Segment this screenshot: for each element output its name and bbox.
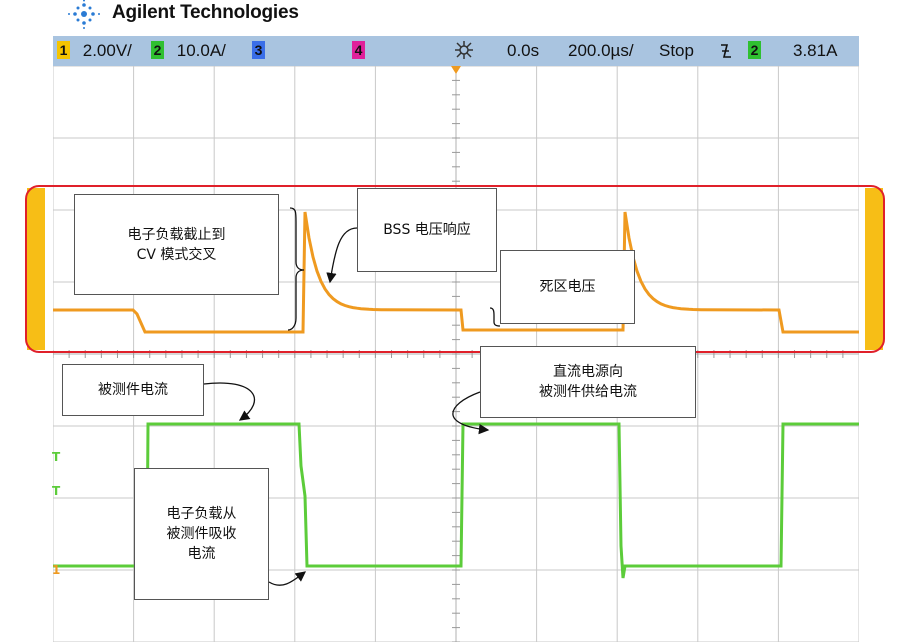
callout-load-absorb: 电子负载从 被测件吸收 电流: [134, 468, 269, 600]
scope-status-bar: 1 2.00V/ 2 10.0A/ 3 4 0.0s 200.0µs/ Stop…: [53, 36, 859, 66]
callout-dead-zone: 死区电压: [500, 250, 635, 324]
falling-edge-icon: [719, 41, 733, 66]
channel-3-badge: 3: [252, 41, 265, 59]
callout-dc-supply: 直流电源向 被测件供给电流: [480, 346, 696, 418]
highlight-right-band: [865, 188, 883, 350]
channel-3-indicator[interactable]: 3: [252, 41, 265, 61]
brand-name: Agilent Technologies: [112, 2, 299, 23]
trigger-level[interactable]: 3.81A: [793, 41, 838, 60]
trigger-source-badge: 2: [748, 41, 761, 59]
channel-2-badge: 2: [151, 41, 164, 59]
channel-2-indicator[interactable]: 2 10.0A/: [151, 41, 226, 61]
callout-dut-current: 被测件电流: [62, 364, 204, 416]
callout-crossover: 电子负载截止到 CV 模式交叉: [74, 194, 279, 295]
channel-1-marker: 1: [52, 563, 61, 577]
trigger-source-indicator[interactable]: 2: [748, 41, 761, 61]
channel-1-badge: 1: [57, 41, 70, 59]
timebase-scale[interactable]: 200.0µs/: [568, 41, 634, 60]
agilent-spark-icon: [68, 0, 100, 29]
trigger-delay[interactable]: 0.0s: [507, 41, 540, 60]
trigger-position-marker: [451, 66, 461, 74]
agilent-logo: Agilent Technologies: [60, 0, 320, 30]
channel-4-badge: 4: [352, 41, 365, 59]
channel-4-indicator[interactable]: 4: [352, 41, 365, 61]
channel-1-trace: [53, 211, 859, 334]
run-state[interactable]: Stop: [659, 41, 694, 60]
channel-2-marker: T: [52, 450, 61, 464]
highlight-left-band: [27, 188, 45, 350]
callout-bss-response: BSS 电压响应: [357, 188, 497, 272]
region-highlight-box: [25, 185, 885, 353]
channel-1-indicator[interactable]: 1 2.00V/: [57, 41, 132, 61]
channel-2-scale: 10.0A/: [176, 41, 226, 60]
trigger-sun-icon: [453, 39, 475, 66]
channel-2-marker-b: T: [52, 484, 61, 498]
channel-1-scale: 2.00V/: [82, 41, 132, 60]
